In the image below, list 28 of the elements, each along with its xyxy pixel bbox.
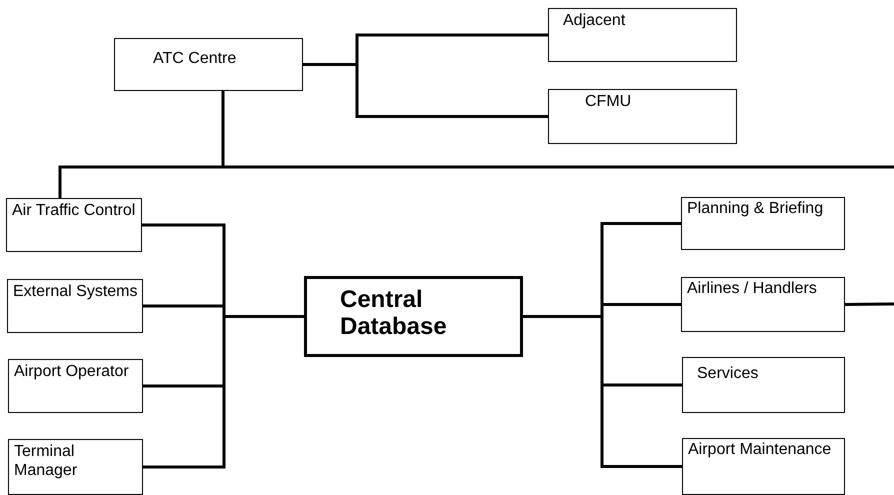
system-box bbox=[682, 357, 845, 413]
connector-line bbox=[523, 315, 682, 468]
node-label: Air Traffic Control bbox=[12, 201, 136, 220]
system-box bbox=[7, 279, 143, 333]
node-label: CFMU bbox=[585, 92, 632, 111]
node-label: Airport Maintenance bbox=[688, 440, 832, 459]
node-label: Central Database bbox=[340, 286, 448, 340]
node-label: Airport Operator bbox=[14, 362, 130, 381]
system-box bbox=[6, 198, 142, 252]
database-box bbox=[304, 276, 523, 357]
node-label: External Systems bbox=[13, 282, 138, 301]
system-box bbox=[681, 197, 845, 250]
system-box bbox=[682, 438, 845, 495]
node-label: Adjacent bbox=[563, 11, 626, 30]
connector-line bbox=[143, 315, 304, 468]
connector-line bbox=[303, 63, 548, 118]
system-box bbox=[548, 8, 737, 62]
node-label: Airlines / Handlers bbox=[687, 279, 818, 298]
connector-line bbox=[844, 302, 894, 306]
system-box bbox=[8, 439, 143, 495]
node-label: ATC Centre bbox=[153, 49, 238, 68]
system-box bbox=[548, 89, 737, 144]
system-box bbox=[114, 38, 303, 91]
node-label: Services bbox=[697, 364, 760, 383]
system-box bbox=[681, 277, 845, 332]
system-box bbox=[8, 359, 143, 413]
node-label: Planning & Briefing bbox=[687, 199, 824, 218]
node-label: Terminal Manager bbox=[14, 442, 78, 480]
